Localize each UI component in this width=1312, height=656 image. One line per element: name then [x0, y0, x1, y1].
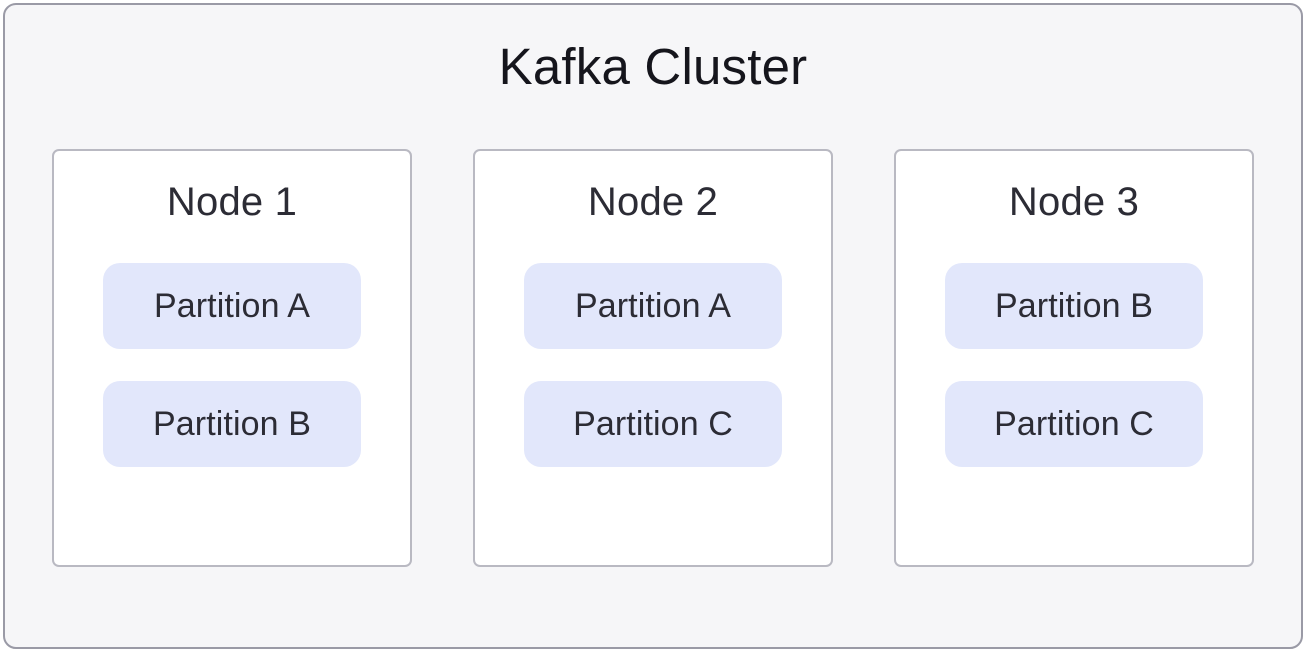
node-title: Node 3	[1008, 180, 1140, 224]
nodes-row: Node 1 Partition A Partition B Node 2 Pa…	[5, 149, 1301, 567]
partition-pill[interactable]: Partition C	[524, 381, 782, 467]
page-title: Kafka Cluster	[498, 38, 808, 95]
node-card-2[interactable]: Node 2 Partition A Partition C	[473, 149, 833, 567]
partition-list: Partition B Partition C	[896, 263, 1252, 467]
partition-pill[interactable]: Partition C	[945, 381, 1203, 467]
partition-pill[interactable]: Partition B	[103, 381, 361, 467]
partition-list: Partition A Partition B	[54, 263, 410, 467]
partition-pill[interactable]: Partition A	[103, 263, 361, 349]
kafka-cluster-container: Kafka Cluster Node 1 Partition A Partiti…	[3, 3, 1303, 649]
node-title: Node 2	[587, 180, 719, 224]
node-card-1[interactable]: Node 1 Partition A Partition B	[52, 149, 412, 567]
node-title: Node 1	[166, 180, 298, 224]
node-card-3[interactable]: Node 3 Partition B Partition C	[894, 149, 1254, 567]
partition-pill[interactable]: Partition A	[524, 263, 782, 349]
partition-pill[interactable]: Partition B	[945, 263, 1203, 349]
partition-list: Partition A Partition C	[475, 263, 831, 467]
